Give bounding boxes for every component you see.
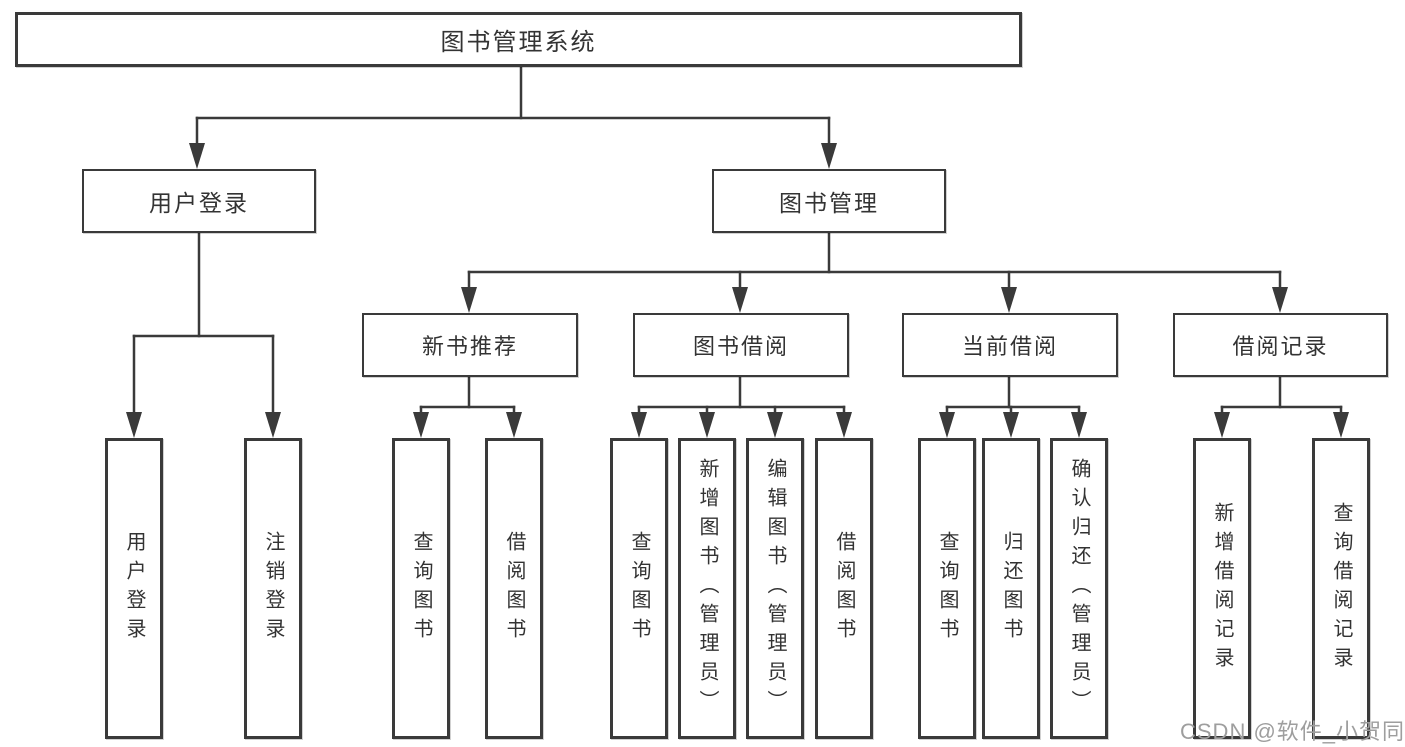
arrowhead	[767, 412, 783, 438]
watermark-text: CSDN @软件_小贺同学	[1180, 719, 1405, 744]
node-label: 用户登录	[123, 530, 145, 647]
arrowhead	[699, 412, 715, 438]
node-book-borrow: 图书借阅	[633, 313, 849, 377]
leaf-add-borrow-record: 新增借阅记录	[1193, 438, 1251, 739]
leaf-logout: 注销登录	[244, 438, 302, 739]
node-label: 图书管理系统	[440, 29, 597, 56]
node-label: 新书推荐	[421, 334, 518, 359]
arrowhead	[939, 412, 955, 438]
arrowhead	[732, 287, 748, 313]
arrowhead	[126, 412, 142, 438]
node-label: 查询图书	[936, 530, 958, 647]
node-label: 查询借阅记录	[1330, 501, 1352, 676]
leaf-query-borrow-record: 查询借阅记录	[1312, 438, 1370, 739]
node-label: 用户登录	[149, 190, 249, 216]
node-root-library-system: 图书管理系统	[15, 12, 1022, 67]
arrowhead	[1333, 412, 1349, 438]
arrowhead	[265, 412, 281, 438]
arrowhead	[1003, 412, 1019, 438]
connector-bookmgmt-to-level3	[461, 231, 1288, 313]
node-label: 借阅记录	[1232, 334, 1329, 359]
leaf-borrow-books: 借阅图书	[815, 438, 873, 739]
arrowhead	[189, 143, 205, 169]
node-label: 注销登录	[262, 530, 284, 647]
leaf-user-login: 用户登录	[105, 438, 163, 739]
leaf-confirm-return-admin: 确认归还（管理员）	[1050, 438, 1108, 739]
connector-currentborrow-to-leaves	[939, 375, 1087, 438]
node-label: 当前借阅	[961, 334, 1058, 359]
arrowhead	[1001, 287, 1017, 313]
leaf-query-books-recommend: 查询图书	[392, 438, 450, 739]
connector-userlogin-to-leaves	[126, 231, 281, 438]
leaf-add-book-admin: 新增图书（管理员）	[678, 438, 736, 739]
node-new-book-recommend: 新书推荐	[362, 313, 578, 377]
node-label: 图书管理	[779, 190, 879, 216]
arrowhead	[1272, 287, 1288, 313]
node-label: 新增借阅记录	[1211, 501, 1233, 676]
node-label: 确认归还（管理员）	[1068, 458, 1090, 719]
node-book-management: 图书管理	[712, 169, 946, 233]
connector-newbook-to-leaves	[413, 375, 522, 438]
node-borrow-record: 借阅记录	[1173, 313, 1388, 377]
arrowhead	[836, 412, 852, 438]
node-label: 新增图书（管理员）	[696, 458, 718, 719]
leaf-borrow-books-recommend: 借阅图书	[485, 438, 543, 739]
arrowhead	[1214, 412, 1230, 438]
node-label: 查询图书	[410, 530, 432, 647]
arrowhead	[506, 412, 522, 438]
leaf-edit-book-admin: 编辑图书（管理员）	[746, 438, 804, 739]
node-label: 归还图书	[1000, 530, 1022, 647]
arrowhead	[413, 412, 429, 438]
arrowhead	[1071, 412, 1087, 438]
node-label: 借阅图书	[833, 530, 855, 647]
node-label: 查询图书	[628, 530, 650, 647]
node-user-login: 用户登录	[82, 169, 316, 233]
node-current-borrow: 当前借阅	[902, 313, 1118, 377]
connector-root-to-level2	[189, 65, 837, 169]
arrowhead	[461, 287, 477, 313]
connector-borrowrecord-to-leaves	[1214, 375, 1349, 438]
connector-bookborrow-to-leaves	[631, 375, 852, 438]
arrowhead	[821, 143, 837, 169]
leaf-return-book: 归还图书	[982, 438, 1040, 739]
arrowhead	[631, 412, 647, 438]
node-label: 编辑图书（管理员）	[764, 458, 786, 719]
node-label: 借阅图书	[503, 530, 525, 647]
leaf-query-books-current: 查询图书	[918, 438, 976, 739]
node-label: 图书借阅	[692, 334, 789, 359]
leaf-query-books-borrow: 查询图书	[610, 438, 668, 739]
